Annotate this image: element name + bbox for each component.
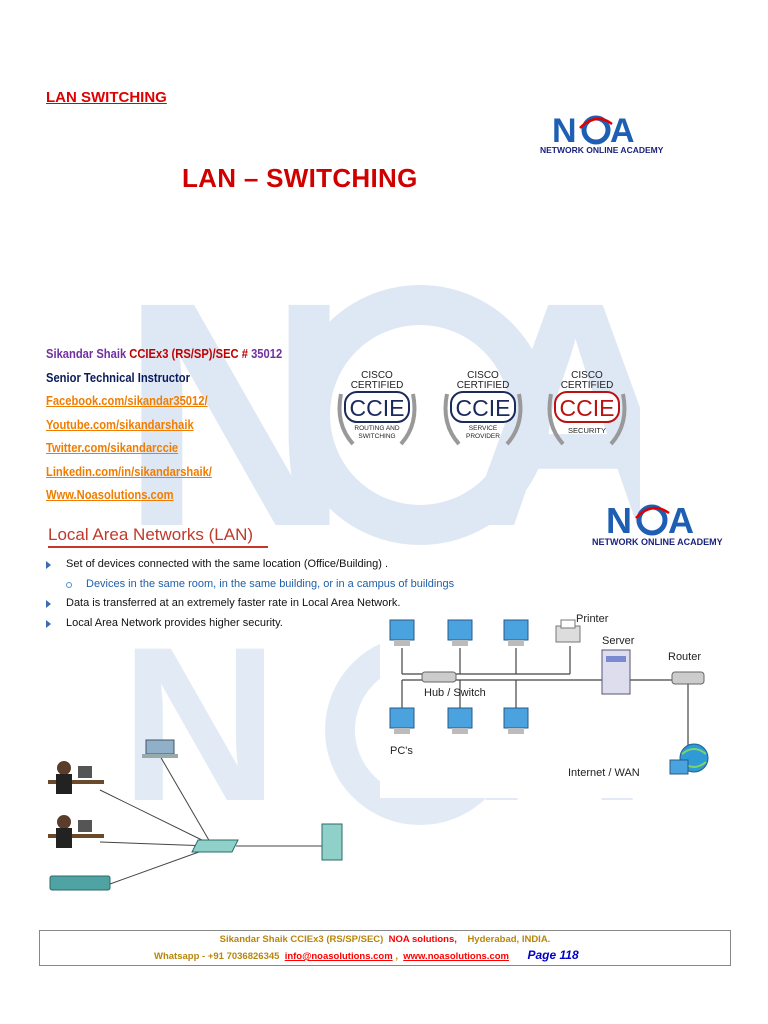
svg-text:SWITCHING: SWITCHING [358, 433, 395, 440]
page-number: Page 118 [527, 948, 579, 962]
pc-icon [447, 707, 473, 734]
user-at-desk-icon [48, 815, 104, 848]
svg-text:CISCO: CISCO [571, 370, 603, 381]
pc-icon [503, 619, 529, 646]
list-item: Data is transferred at an extremely fast… [46, 594, 546, 614]
noa-logo-section: N A NETWORK ONLINE ACADEMY [592, 500, 723, 547]
svg-text:Hub / Switch: Hub / Switch [424, 687, 486, 699]
svg-text:PC's: PC's [390, 745, 413, 757]
author-ccie-number: 35012 [251, 346, 283, 361]
author-block: Sikandar Shaik CCIEx3 (RS/SP)/SEC # 3501… [46, 342, 282, 507]
ccie-badge-security: CISCO CERTIFIED CCIE SECURITY [547, 370, 627, 446]
lan-topology-diagram: Printer Server Router Hub / Switch PC's … [380, 608, 718, 798]
logo-tagline: NETWORK ONLINE ACADEMY [540, 145, 664, 155]
server-icon [601, 649, 631, 695]
svg-text:ROUTING AND: ROUTING AND [354, 425, 399, 432]
lan-heading: Local Area Networks (LAN) [48, 525, 254, 544]
pc-icon [389, 619, 415, 646]
list-item: Devices in the same room, in the same bu… [46, 575, 546, 595]
bullet-circle-icon [66, 581, 72, 588]
user-at-desk-icon [48, 761, 104, 794]
svg-text:SECURITY: SECURITY [568, 426, 606, 435]
bullet-arrow-icon [46, 619, 51, 628]
hub-switch-icon [421, 671, 457, 683]
pc-icon [447, 619, 473, 646]
laptop-icon [142, 739, 178, 758]
logo-letter-n: N [552, 112, 577, 150]
printer-icon [555, 619, 581, 643]
office-network-diagram [48, 739, 343, 891]
svg-text:CERTIFIED: CERTIFIED [351, 380, 404, 391]
svg-text:CISCO: CISCO [361, 370, 393, 381]
link-facebook[interactable]: Facebook.com/sikandar35012/ [46, 393, 208, 408]
pc-icon [503, 707, 529, 734]
svg-text:CCIE: CCIE [456, 395, 511, 421]
list-item: Set of devices connected with the same l… [46, 555, 546, 575]
list-item: Local Area Network provides higher secur… [46, 614, 546, 634]
svg-text:N: N [120, 601, 279, 830]
ip-phone-icon [49, 875, 111, 891]
link-website[interactable]: Www.Noasolutions.com [46, 487, 174, 502]
watermark-logo: N A [120, 235, 640, 593]
author-role: Senior Technical Instructor [46, 369, 190, 385]
server-icon [321, 823, 343, 861]
footer-line-2: Whatsapp - +91 7036826345 info@noasoluti… [154, 948, 579, 962]
svg-text:Internet / WAN: Internet / WAN [568, 767, 640, 779]
bullet-arrow-icon [46, 600, 51, 608]
page-footer: Sikandar Shaik CCIEx3 (RS/SP/SEC) NOA so… [39, 930, 731, 966]
svg-text:SERVICE: SERVICE [469, 425, 498, 432]
svg-text:NETWORK ONLINE ACADEMY: NETWORK ONLINE ACADEMY [592, 537, 723, 547]
page-title: LAN – SWITCHING [182, 163, 418, 193]
lan-heading-underline [48, 546, 268, 548]
bullet-arrow-icon [46, 561, 51, 569]
svg-text:N: N [120, 235, 351, 593]
svg-text:CERTIFIED: CERTIFIED [457, 380, 510, 391]
author-name: Sikandar Shaik [46, 346, 127, 361]
ccie-badge-routing-switching: CISCO CERTIFIED CCIE ROUTING AND SWITCHI… [337, 370, 417, 446]
svg-text:PROVIDER: PROVIDER [466, 433, 500, 440]
pc-icon [389, 707, 415, 734]
globe-icon [669, 743, 709, 775]
svg-text:CCIE: CCIE [560, 395, 615, 421]
svg-text:A: A [668, 500, 694, 541]
link-twitter[interactable]: Twitter.com/sikandarccie [46, 440, 179, 455]
footer-line-1: Sikandar Shaik CCIEx3 (RS/SP/SEC) NOA so… [219, 934, 551, 945]
link-youtube[interactable]: Youtube.com/sikandarshaik [46, 416, 194, 432]
svg-text:CCIE: CCIE [350, 395, 405, 421]
author-credentials: CCIEx3 (RS/SP)/SEC # [129, 346, 248, 361]
lan-bullet-list: Set of devices connected with the same l… [46, 555, 546, 633]
footer-email-link[interactable]: info@noasolutions.com [284, 951, 393, 962]
link-linkedin[interactable]: Linkedin.com/in/sikandarshaik/ [46, 463, 212, 479]
svg-text:Printer: Printer [576, 613, 609, 625]
svg-text:CISCO: CISCO [467, 370, 499, 381]
router-icon [671, 671, 705, 685]
noa-logo-top: N A NETWORK ONLINE ACADEMY [540, 112, 664, 155]
svg-text:N: N [606, 500, 632, 541]
ccie-badge-service-provider: CISCO CERTIFIED CCIE SERVICE PROVIDER [443, 370, 523, 446]
svg-text:Server: Server [602, 635, 635, 647]
section-label: LAN SWITCHING [46, 89, 167, 106]
svg-text:Router: Router [668, 651, 701, 663]
switch-icon [191, 839, 239, 853]
svg-text:CERTIFIED: CERTIFIED [561, 380, 614, 391]
footer-website-link[interactable]: www.noasolutions.com [403, 951, 509, 962]
logo-letter-a: A [610, 112, 635, 150]
